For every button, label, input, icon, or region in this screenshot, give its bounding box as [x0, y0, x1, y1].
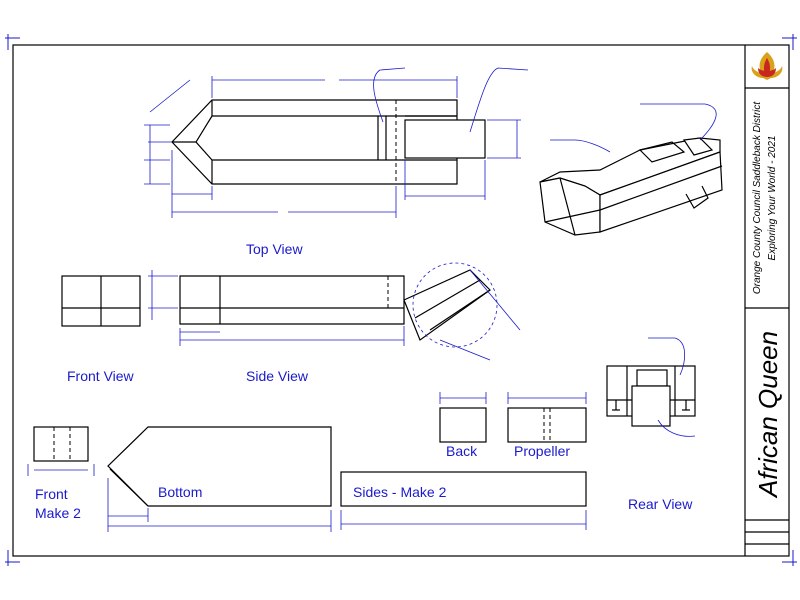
- drawing-title: African Queen: [753, 331, 783, 499]
- sides-label: Sides - Make 2: [353, 484, 447, 500]
- bottom-drawing: [107, 426, 332, 532]
- front-make2-drawing: [27, 426, 95, 476]
- propeller-label: Propeller: [514, 443, 570, 459]
- rear-view-label: Rear View: [628, 496, 693, 512]
- dimension-ticks: [278, 64, 564, 216]
- fleur-de-lis-emblem: [751, 52, 783, 80]
- isometric-view-drawing: [539, 103, 723, 236]
- theme-label: Exploring Your World - 2021: [767, 136, 778, 261]
- sheet-border: [12, 44, 790, 557]
- front-view-label: Front View: [67, 368, 135, 384]
- sides-drawing: [340, 471, 587, 530]
- side-view-label: Side View: [246, 368, 309, 384]
- top-view-drawing: [144, 64, 564, 218]
- council-label: Orange County Council Saddleback Distric…: [752, 101, 763, 295]
- corner-ticks: [5, 34, 797, 566]
- bottom-label: Bottom: [158, 484, 202, 500]
- front-view-drawing: [61, 275, 141, 327]
- propeller-drawing: [507, 392, 587, 443]
- rear-view-drawing: [606, 337, 696, 437]
- back-label: Back: [446, 443, 478, 459]
- top-view-label: Top View: [246, 241, 303, 257]
- back-drawing: [439, 392, 487, 443]
- title-block: Orange County Council Saddleback Distric…: [744, 45, 789, 556]
- side-view-drawing: [148, 262, 521, 361]
